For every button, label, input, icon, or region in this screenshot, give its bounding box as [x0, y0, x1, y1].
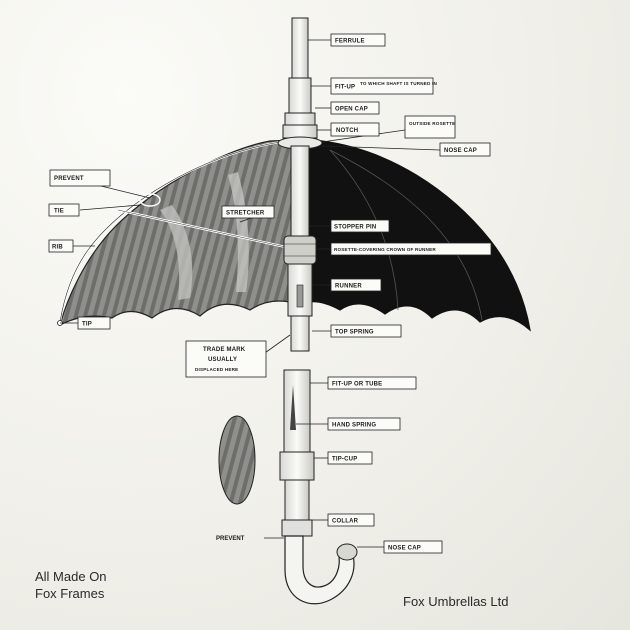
- canopy-right-panel: [305, 139, 531, 332]
- label-prevent-bottom: PREVENT: [216, 536, 245, 542]
- label-stopper-pin: STOPPER PIN: [334, 225, 376, 231]
- label-outside-rosette: OUTSIDE ROSETTE: [409, 121, 455, 126]
- lower-shaft: [283, 369, 311, 453]
- label-prevent-top: PREVENT: [54, 176, 84, 182]
- label-tip: TIP: [82, 322, 92, 328]
- fit-up-top: [288, 77, 312, 114]
- runner-crown: [283, 235, 317, 265]
- label-fit-up-note: TO WHICH SHAFT IS TURNED IN: [360, 81, 438, 86]
- collar: [281, 519, 313, 537]
- nose-cap-knob: [336, 543, 358, 561]
- label-collar: COLLAR: [332, 519, 359, 525]
- footer-left-caption: All Made On Fox Frames: [35, 568, 107, 602]
- label-rib: RIB: [52, 245, 63, 251]
- label-fit-up-tube: FIT-UP OR TUBE: [332, 382, 382, 388]
- canopy-left-highlight: [160, 205, 193, 300]
- label-trade-mark-1: TRADE MARK: [203, 347, 246, 353]
- label-nose-cap-top: NOSE CAP: [444, 148, 477, 154]
- label-ferrule: FERRULE: [335, 39, 365, 45]
- label-open-cap: OPEN CAP: [335, 107, 368, 113]
- label-tip-cup: TIP-CUP: [332, 457, 357, 463]
- footer-right-caption: Fox Umbrellas Ltd: [403, 594, 509, 609]
- label-top-spring: TOP SPRING: [335, 330, 374, 336]
- label-trade-mark-2: USUALLY: [208, 357, 237, 363]
- tip-cup: [279, 451, 315, 481]
- rib-outer-edge: [59, 141, 281, 323]
- tie-loop: [139, 193, 161, 207]
- stretcher-bar-edge: [117, 209, 291, 249]
- hand-spring: [290, 385, 296, 430]
- lower-stick: [284, 479, 310, 521]
- label-runner: RUNNER: [335, 284, 362, 290]
- open-cap: [284, 112, 316, 126]
- label-nose-cap-bottom: NOSE CAP: [388, 546, 421, 552]
- label-tie: TIE: [54, 209, 64, 215]
- label-boxes: [48, 33, 492, 554]
- label-rosette-crown: ROSETTE-COVERING CROWN OF RUNNER: [334, 247, 436, 252]
- tip-detail-egg: [218, 415, 256, 505]
- footer-left-line2: Fox Frames: [35, 586, 105, 601]
- label-fit-up: FIT-UP: [335, 85, 355, 91]
- ferrule: [291, 17, 309, 79]
- top-spring-slot: [296, 284, 304, 308]
- label-notch: NOTCH: [336, 128, 358, 134]
- notch-block: [282, 124, 318, 139]
- label-hand-spring: HAND SPRING: [332, 423, 376, 429]
- label-trade-mark-3: DISPLACED HERE: [195, 367, 238, 372]
- footer-left-line1: All Made On: [35, 569, 107, 584]
- canopy-left-highlight-2: [228, 172, 249, 292]
- canopy-right-rib-2: [329, 149, 483, 321]
- label-stretcher: STRETCHER: [226, 211, 265, 217]
